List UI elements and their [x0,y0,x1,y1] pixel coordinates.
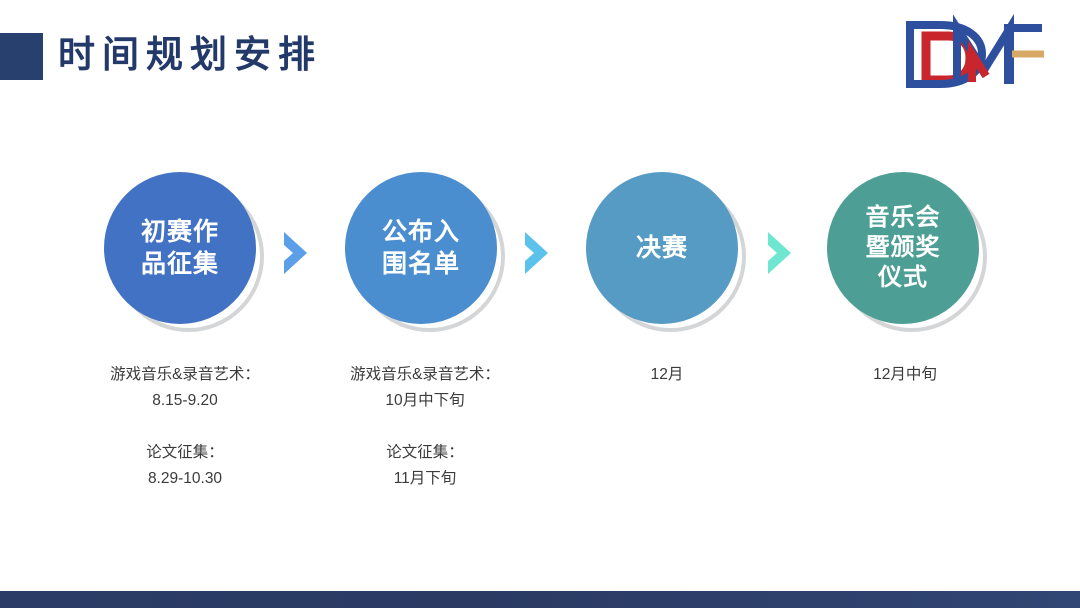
dmf-logo [896,13,1046,96]
stage-2[interactable]: 公布入 围名单 [345,172,505,332]
stage-1-label: 初赛作 品征集 [140,218,219,278]
stage-flow-row: 初赛作 品征集 公布入 围名单 决赛 [0,172,1080,332]
stage-3-caption: 12月 [562,362,772,388]
stage-1-circle[interactable]: 初赛作 品征集 [104,172,256,324]
stage-1-caption: 游戏音乐&录音艺术： 8.15-9.20 论文征集： 8.29-10.30 [40,362,330,492]
stage-1-caption-group-1: 游戏音乐&录音艺术： 8.15-9.20 [110,366,260,409]
stage-3-circle[interactable]: 决赛 [586,172,738,324]
stage-1-caption-group-2: 论文征集： 8.29-10.30 [146,444,224,487]
stage-4-caption-group-1: 12月中旬 [873,366,937,383]
stage-3[interactable]: 决赛 [586,172,746,332]
chevron-right-icon-3 [765,230,799,276]
stage-4[interactable]: 音乐会 暨颁奖 仪式 [827,172,987,332]
stage-4-label: 音乐会 暨颁奖 仪式 [865,204,941,291]
stage-4-circle[interactable]: 音乐会 暨颁奖 仪式 [827,172,979,324]
stage-2-circle[interactable]: 公布入 围名单 [345,172,497,324]
stage-1[interactable]: 初赛作 品征集 [104,172,264,332]
title-accent-block [0,33,43,80]
stage-4-caption: 12月中旬 [805,362,1005,388]
stage-2-caption-group-2: 论文征集： 11月下旬 [386,444,464,487]
stage-3-label: 决赛 [635,234,688,262]
stage-2-caption: 游戏音乐&录音艺术： 10月中下旬 论文征集： 11月下旬 [280,362,570,492]
stage-3-caption-group-1: 12月 [650,366,684,383]
chevron-right-icon-1 [281,230,315,276]
bottom-decorative-bar [0,591,1080,608]
page-title: 时间规划安排 [58,34,322,75]
stage-2-caption-group-1: 游戏音乐&录音艺术： 10月中下旬 [350,366,500,409]
chevron-right-icon-2 [522,230,556,276]
stage-2-label: 公布入 围名单 [381,218,460,278]
